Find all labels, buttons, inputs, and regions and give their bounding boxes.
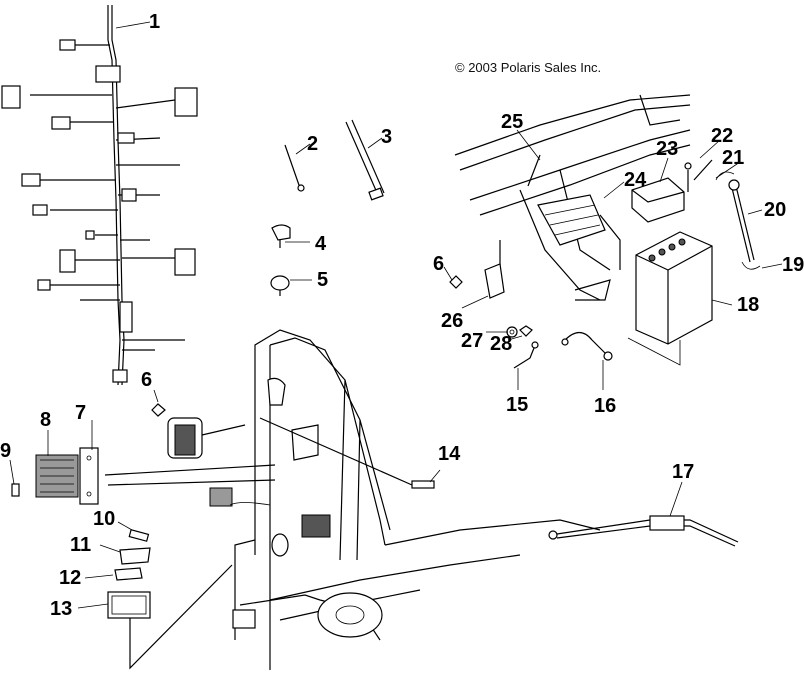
bolt-14 xyxy=(259,417,435,489)
callout-7: 7 xyxy=(75,402,87,424)
callout-26: 26 xyxy=(441,310,464,332)
callout-6-lower: 6 xyxy=(141,369,153,391)
callout-27: 27 xyxy=(461,330,484,352)
callout-10: 10 xyxy=(93,508,116,530)
callout-2: 2 xyxy=(307,133,319,155)
wiring-harness xyxy=(1,5,198,386)
small-parts-top-center xyxy=(270,119,385,296)
frame-assembly xyxy=(209,329,601,670)
relay-group xyxy=(107,529,233,670)
callout-17: 17 xyxy=(672,461,695,483)
battery xyxy=(627,231,713,366)
callout-22: 22 xyxy=(711,125,734,147)
copyright-notice: © 2003 Polaris Sales Inc. xyxy=(455,60,602,75)
callout-9: 9 xyxy=(0,440,12,462)
callout-12: 12 xyxy=(59,567,82,589)
callout-18: 18 xyxy=(737,294,760,316)
callout-24: 24 xyxy=(624,169,647,191)
leader-lines xyxy=(9,21,783,609)
callout-16: 16 xyxy=(594,395,617,417)
ignition-coil xyxy=(151,403,246,459)
callout-8: 8 xyxy=(40,409,52,431)
callout-4: 4 xyxy=(315,233,327,255)
callout-19: 19 xyxy=(782,254,804,276)
battery-tray-frame xyxy=(454,94,691,301)
callout-14: 14 xyxy=(438,443,461,465)
callout-13: 13 xyxy=(50,598,73,620)
callout-23: 23 xyxy=(656,138,679,160)
callout-20: 20 xyxy=(764,199,787,221)
callout-3: 3 xyxy=(381,126,393,148)
battery-accessories xyxy=(527,154,761,270)
cable-17 xyxy=(548,515,739,547)
callout-25: 25 xyxy=(501,111,524,133)
callout-15: 15 xyxy=(506,394,529,416)
callout-11: 11 xyxy=(70,534,92,556)
callout-5: 5 xyxy=(317,269,329,291)
callout-28: 28 xyxy=(490,333,513,355)
relay-mount-group xyxy=(449,263,613,369)
callout-1: 1 xyxy=(149,11,161,33)
callout-6-upper: 6 xyxy=(433,253,445,275)
callout-21: 21 xyxy=(722,147,745,169)
regulator-group xyxy=(11,447,276,505)
